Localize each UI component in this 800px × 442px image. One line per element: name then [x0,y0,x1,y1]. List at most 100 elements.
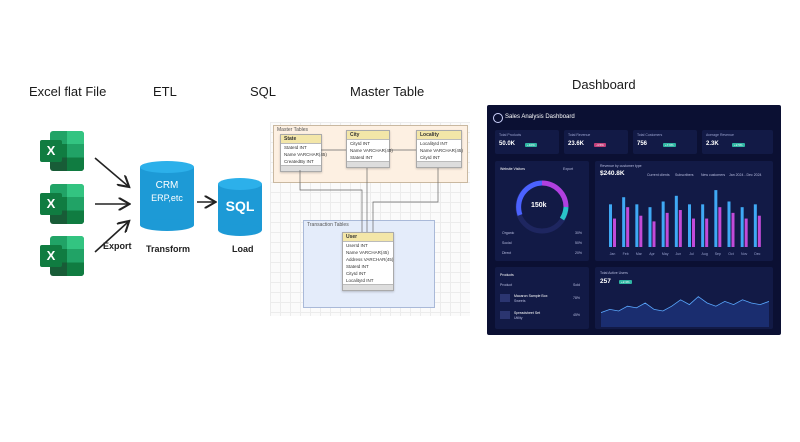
table-user-row: Name VARCHAR(45) [346,249,389,255]
kpi-card: Total Customers 756 +7.6% [633,130,697,154]
label-sql: SQL [250,84,277,99]
label-dashboard: Dashboard [572,77,636,92]
revenue-bar [714,190,718,247]
products-title: Products [500,273,514,277]
excel-icon-letter: X [40,140,62,162]
visitors-export-button[interactable]: Export [563,167,574,171]
revenue-tick-label: Nov [741,252,747,256]
kpi-value: 23.6K [568,141,585,147]
product-sub: Sweets [514,299,526,303]
products-header-product: Product [500,283,513,287]
crm-line1: CRM [155,180,179,191]
visitors-row-label: Organic [502,231,515,235]
table-state-row: StateId INT [284,144,307,150]
table-city-row: CityId INT [350,140,371,146]
kpi-card: Average Revenue 2.3K +2.5% [702,130,773,154]
revenue-bar [648,207,652,247]
label-excel-flat-file: Excel flat File [29,84,107,99]
revenue-bar [688,204,691,247]
visitors-title: Website Visitors [500,167,525,171]
product-name: Macaron Sample Box [514,294,548,298]
revenue-bar [692,218,695,247]
sql-db-label: SQL [225,198,255,214]
kpi-tag: +10% [525,143,537,147]
revenue-bar [622,197,626,247]
visitors-row-value: 20% [575,251,583,255]
table-user-row: LocalityId INT [346,277,374,283]
kpi-label: Total Products [499,133,522,137]
label-etl: ETL [153,84,177,99]
revenue-bar [718,207,722,247]
table-state: State StateId INT Name VARCHAR(45) Creat… [280,134,327,172]
excel-file-icon: X [40,131,84,171]
revenue-bar [665,212,669,247]
revenue-legend-item: New customers [701,173,726,177]
revenue-bar [609,204,612,247]
kpi-value: 756 [637,141,648,147]
visitors-row-value: 30% [575,231,583,235]
users-chart-card: Total Active Users 257 +2.3% [595,267,773,329]
revenue-bar [727,201,731,247]
kpi-card: Total Products 50.0K +10% [495,130,559,154]
product-thumb [500,311,510,319]
revenue-tick-label: Jun [676,252,682,256]
revenue-tick-label: Jan [610,252,616,256]
revenue-tick-label: Apr [649,252,655,256]
revenue-bar [626,207,630,247]
step-transform: Transform [146,244,191,254]
revenue-tick-label: Aug [702,252,708,256]
table-user-row: Address VARCHAR(45) [346,256,394,262]
product-name: Spreadsheet Set [514,311,541,315]
revenue-bar [731,212,735,247]
revenue-legend-item: Jan 2024 - Dec 2024 [729,173,762,177]
kpi-card: Total Revenue 23.6K -4.5% [564,130,628,154]
table-user-row: CityId INT [346,270,367,276]
revenue-bar [661,201,665,247]
table-user: User UserId INT Name VARCHAR(45) Address… [342,232,394,291]
revenue-chart-title: Revenue by customer type [600,164,642,168]
revenue-bar [705,218,709,247]
revenue-bar [744,218,748,247]
dashboard-logo-icon [493,113,503,123]
revenue-tick-label: Oct [728,252,733,256]
revenue-chart-card: Revenue by customer type $240.8K Current… [595,161,773,261]
product-sold: 78% [573,296,581,300]
revenue-bar [674,195,678,247]
table-state-row: Name VARCHAR(45) [284,151,327,157]
excel-icon-letter: X [40,193,62,215]
sql-database-icon: SQL [218,178,262,236]
visitors-row-label: Social [502,241,512,245]
table-user-row: UserId INT [346,242,368,248]
revenue-tick-label: Feb [623,252,629,256]
kpi-value: 50.0K [499,141,516,147]
revenue-bar [635,204,639,247]
revenue-legend-item: Subscribers [675,173,694,177]
table-state-row: CreatedBy INT [284,158,314,164]
products-card: Products Product Sold Macaron Sample Box… [495,267,589,329]
crm-line2: ERP,etc [151,193,183,203]
product-sold: 45% [573,313,581,317]
table-city: City CityId INT Name VARCHAR(45) StateId… [346,130,393,168]
visitors-row-label: Direct [502,251,512,255]
table-locality: Locality LocalityId INT Name VARCHAR(45)… [416,130,463,168]
kpi-value: 2.3K [706,141,719,147]
revenue-legend-item: Current clients [647,173,670,177]
excel-file-icon: X [40,184,84,224]
dashboard-title: Sales Analysis Dashboard [505,114,575,120]
revenue-tick-label: Mar [636,252,643,256]
excel-file-icon: X [40,236,84,276]
revenue-bar [740,207,744,247]
users-area-line [601,296,769,313]
visitors-card: Website Visitors Export 150k Organic 30%… [495,161,589,261]
kpi-label: Total Revenue [568,133,591,137]
users-chart-value: 257 [600,278,611,285]
revenue-tick-label: May [662,252,669,256]
revenue-tick-label: Dec [754,252,760,256]
table-user-title: User [343,233,393,242]
revenue-tick-label: Sep [715,252,721,256]
revenue-chart-value: $240.8K [600,170,625,177]
table-locality-row: Name VARCHAR(45) [420,147,463,153]
visitors-row-value: 50% [575,241,583,245]
sales-dashboard: Sales Analysis Dashboard Total Products … [487,105,781,335]
kpi-tag: +2.5% [732,143,745,147]
